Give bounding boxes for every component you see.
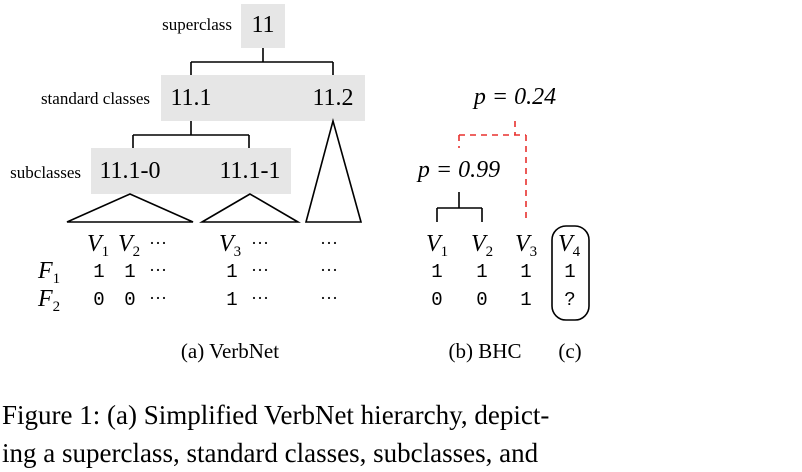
verb-v2: V2 [118, 231, 140, 260]
superclass-box [241, 4, 285, 48]
new-verb-column: V4 1 ? (c) [551, 225, 590, 363]
verbnet-hierarchy: superclass 11 standard classes 11.1 11.2… [10, 4, 365, 363]
f2-dots-2: ··· [251, 288, 269, 308]
triangle-11-1-0 [66, 193, 194, 223]
superclass-label: superclass [162, 15, 232, 34]
new-verb-v4: V4 [558, 231, 581, 260]
f2-value-v2: 0 [124, 289, 135, 311]
bhc-f2-v3: 1 [520, 289, 531, 311]
f1-dots-3: ··· [320, 260, 338, 280]
bhc-p-bottom: p = 0.99 [416, 157, 500, 183]
standard-class-11-2: 11.2 [312, 85, 353, 111]
standard-bracket [132, 121, 250, 148]
f1-value-v1: 1 [93, 261, 104, 283]
verb-dots-3: ··· [320, 233, 338, 253]
verbnet-bhc-figure: superclass 11 standard classes 11.1 11.2… [10, 4, 590, 363]
feature-f1-label: F1 [37, 258, 60, 287]
bhc-tree: p = 0.24 p = 0.99 V1 V2 V3 1 1 1 0 0 1 (… [416, 84, 556, 363]
bhc-p-top: p = 0.24 [472, 84, 556, 110]
new-verb-f2: ? [564, 289, 575, 311]
f1-dots-1: ··· [149, 260, 167, 280]
triangle-11-1-1 [199, 193, 301, 223]
new-verb-outline [551, 225, 590, 321]
verb-v3: V3 [219, 231, 241, 260]
subclasses-label: subclasses [10, 163, 81, 182]
bhc-dashed-merge [458, 121, 527, 222]
f2-value-v3: 1 [226, 289, 237, 311]
subclass-11-1-0: 11.1-0 [99, 158, 160, 184]
bhc-f1-v1: 1 [431, 261, 442, 283]
f1-value-v3: 1 [226, 261, 237, 283]
verb-dots-2: ··· [251, 233, 269, 253]
f1-value-v2: 1 [124, 261, 135, 283]
caption-line-1: Figure 1: (a) Simplified VerbNet hierarc… [2, 400, 550, 430]
bhc-verb-v1: V1 [426, 231, 448, 260]
bhc-f2-v1: 0 [431, 289, 442, 311]
caption-line-2: ing a superclass, standard classes, subc… [2, 438, 539, 468]
bhc-verb-v3: V3 [515, 231, 537, 260]
f1-dots-2: ··· [251, 260, 269, 280]
superclass-bracket [190, 48, 334, 75]
standard-class-11-1: 11.1 [170, 85, 211, 111]
f2-dots-3: ··· [320, 288, 338, 308]
subclasses-box [91, 148, 291, 194]
f2-value-v1: 0 [93, 289, 104, 311]
subclass-11-1-1: 11.1-1 [219, 158, 280, 184]
feature-f2-label: F2 [37, 286, 60, 315]
standard-classes-box [161, 75, 365, 121]
bhc-bracket [436, 192, 483, 222]
f2-dots-1: ··· [149, 288, 167, 308]
panel-label-b: (b) BHC [449, 339, 522, 363]
standard-classes-label: standard classes [41, 89, 150, 108]
bhc-f1-v3: 1 [520, 261, 531, 283]
panel-label-c: (c) [558, 339, 581, 363]
verb-dots-1: ··· [149, 233, 167, 253]
bhc-verb-v2: V2 [471, 231, 493, 260]
triangle-11-2 [304, 117, 363, 223]
superclass-id: 11 [251, 12, 274, 38]
bhc-f2-v2: 0 [476, 289, 487, 311]
new-verb-f1: 1 [564, 261, 575, 283]
figure-caption: Figure 1: (a) Simplified VerbNet hierarc… [2, 396, 802, 472]
verb-v1: V1 [87, 231, 109, 260]
panel-label-a: (a) VerbNet [181, 339, 279, 363]
bhc-f1-v2: 1 [476, 261, 487, 283]
